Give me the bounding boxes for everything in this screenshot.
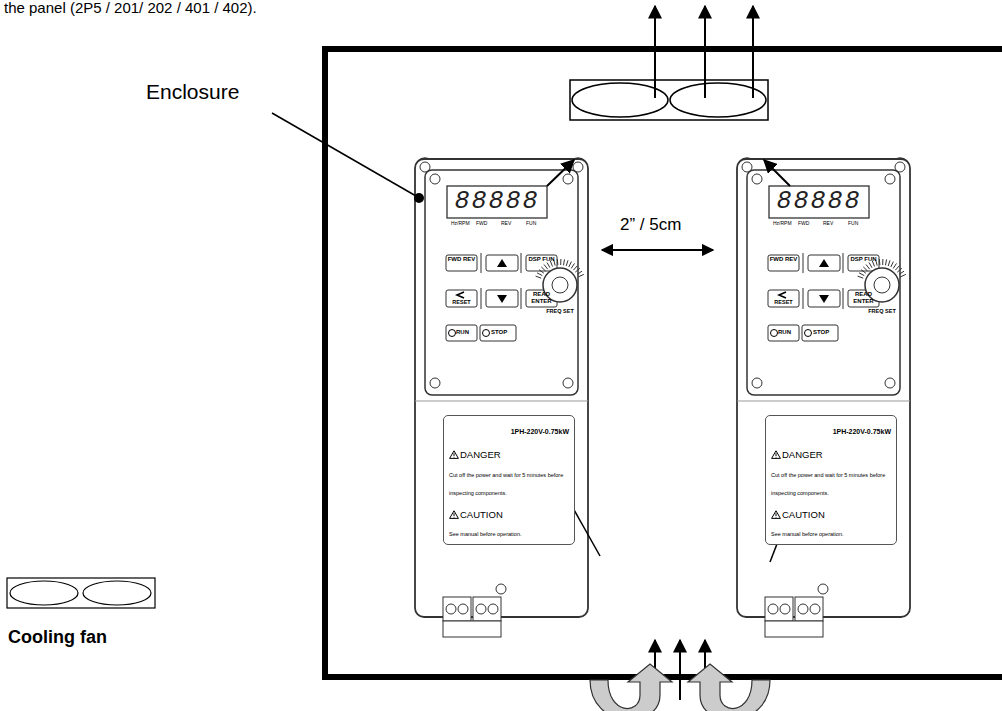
led-label: FUN: [848, 221, 858, 227]
button-label: DSP FUN: [526, 256, 557, 263]
spacing-dimension: 2” / 5cm: [620, 216, 681, 235]
rating-text-row: 1PH-220V-0.75kW: [449, 420, 569, 438]
caution-heading: CAUTION: [460, 509, 503, 520]
danger-text: Cut off the power and wait for 5 minutes…: [771, 472, 885, 496]
button-label: STOP: [491, 329, 507, 336]
led-label: REV: [823, 221, 833, 227]
danger-text-row: Cut off the power and wait for 5 minutes…: [771, 463, 891, 500]
led-label: FWD: [476, 221, 487, 227]
button-label: STOP: [813, 329, 829, 336]
led-label: Hz/RPM: [451, 221, 470, 227]
danger-heading-row: DANGER: [771, 444, 891, 462]
danger-text: Cut off the power and wait for 5 minutes…: [449, 472, 563, 496]
danger-heading: DANGER: [782, 449, 823, 460]
warning-triangle: [771, 450, 781, 459]
button-label: READ ENTER: [526, 291, 557, 304]
warning-label: 1PH-220V-0.75kW DANGER Cut off the power a…: [765, 415, 897, 545]
caution-heading-row: CAUTION: [449, 504, 569, 522]
warning-triangle: [771, 510, 781, 519]
button-label: RUN: [456, 329, 469, 336]
danger-heading-row: DANGER: [449, 444, 569, 462]
led-label: Hz/RPM: [773, 221, 792, 227]
legend-label: Cooling fan: [8, 628, 107, 648]
button-label: RESET: [446, 299, 477, 305]
button-label: RESET: [768, 299, 799, 305]
warning-triangle: [449, 510, 459, 519]
caution-heading-row: CAUTION: [771, 504, 891, 522]
button-label: FWD REV: [446, 256, 477, 263]
caution-heading: CAUTION: [782, 509, 825, 520]
button-label: FWD REV: [768, 256, 799, 263]
warning-label: 1PH-220V-0.75kW DANGER Cut off the power a…: [443, 415, 575, 545]
button-label: READ ENTER: [848, 291, 879, 304]
led-label: FUN: [526, 221, 536, 227]
button-label: RUN: [778, 329, 791, 336]
rating-text: 1PH-220V-0.75kW: [833, 428, 891, 435]
caution-text-row: See manual before operation.: [771, 522, 891, 540]
warning-triangle: [449, 450, 459, 459]
enclosure-callout: Enclosure: [146, 80, 239, 103]
caution-text-row: See manual before operation.: [449, 522, 569, 540]
caution-text: See manual before operation.: [449, 531, 521, 537]
danger-heading: DANGER: [460, 449, 501, 460]
knob-label: FREQ SET: [543, 308, 577, 314]
rating-text-row: 1PH-220V-0.75kW: [771, 420, 891, 438]
seven-segment-display: 88888: [447, 188, 547, 216]
seven-segment-display: 88888: [769, 188, 869, 216]
header-text: the panel (2P5 / 201/ 202 / 401 / 402).: [4, 0, 257, 17]
led-label: FWD: [798, 221, 809, 227]
caution-text: See manual before operation.: [771, 531, 843, 537]
rating-text: 1PH-220V-0.75kW: [511, 428, 569, 435]
led-label: REV: [501, 221, 511, 227]
danger-text-row: Cut off the power and wait for 5 minutes…: [449, 463, 569, 500]
button-label: DSP FUN: [848, 256, 879, 263]
knob-label: FREQ SET: [865, 308, 899, 314]
